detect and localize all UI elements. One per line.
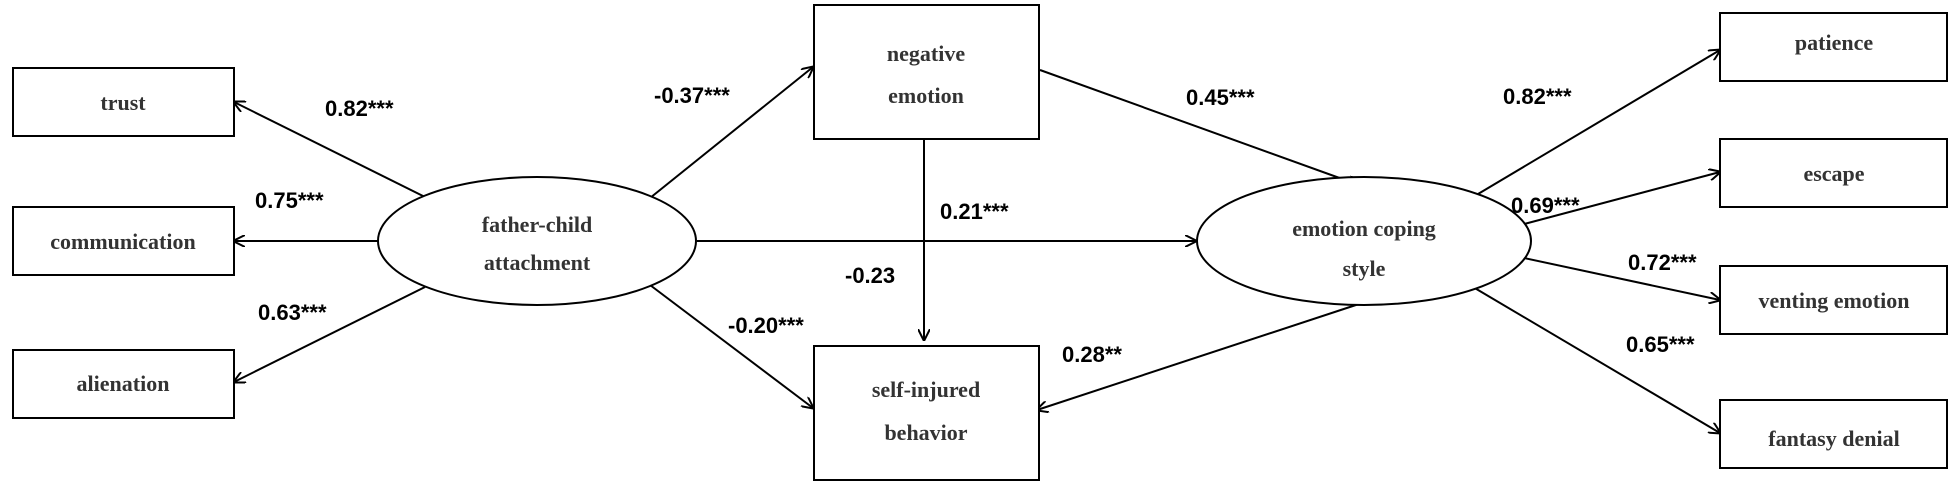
edge-attachment-negative <box>649 67 813 199</box>
edge-attachment-selfinjured <box>649 284 813 408</box>
node-self-injured-label-line2: behavior <box>884 420 967 445</box>
edge-coping-fantasy <box>1472 286 1720 433</box>
node-father-child-attachment: father-child attachment <box>377 176 697 306</box>
node-negative-emotion: negative emotion <box>813 4 1040 140</box>
edge-coping-selfinjured <box>1037 302 1363 410</box>
node-trust: trust <box>12 67 235 137</box>
node-negative-emotion-label-line1: negative <box>887 41 965 66</box>
edge-coping-escape <box>1512 172 1720 228</box>
node-father-child-label-line1: father-child <box>482 212 592 237</box>
node-self-injured-label-line1: self-injured <box>872 377 980 402</box>
coef-attachment-trust: 0.82*** <box>325 96 394 121</box>
node-trust-label: trust <box>100 90 146 115</box>
coef-attachment-alienation: 0.63*** <box>258 300 327 325</box>
coef-coping-selfinjured: 0.28** <box>1062 342 1122 367</box>
node-escape: escape <box>1719 138 1948 208</box>
edge-negative-coping <box>1039 69 1359 185</box>
node-venting-emotion-label: venting emotion <box>1759 288 1910 313</box>
coef-coping-venting: 0.72*** <box>1628 250 1697 275</box>
coef-attachment-coping: -0.23 <box>845 263 895 288</box>
coef-attachment-negative: -0.37*** <box>654 83 730 108</box>
edges <box>234 50 1720 433</box>
node-self-injured-behavior: self-injured behavior <box>813 345 1040 481</box>
node-father-child-label-line2: attachment <box>484 250 591 275</box>
coef-coping-fantasy: 0.65*** <box>1626 332 1695 357</box>
node-coping-label-line2: style <box>1343 256 1386 281</box>
node-venting-emotion: venting emotion <box>1719 265 1948 335</box>
edge-attachment-trust <box>234 102 426 198</box>
node-communication-label: communication <box>50 229 195 254</box>
coefficients: 0.82*** 0.75*** 0.63*** -0.37*** 0.45***… <box>255 83 1697 367</box>
node-escape-label: escape <box>1803 161 1864 186</box>
coef-coping-patience: 0.82*** <box>1503 84 1572 109</box>
coef-negative-selfinjured: 0.21*** <box>940 199 1009 224</box>
node-coping-label-line1: emotion coping <box>1292 216 1436 241</box>
node-emotion-coping-style: emotion coping style <box>1196 176 1532 306</box>
coef-negative-coping: 0.45*** <box>1186 85 1255 110</box>
node-patience-label: patience <box>1795 30 1873 55</box>
edge-attachment-alienation <box>234 286 426 382</box>
coef-attachment-communication: 0.75*** <box>255 188 324 213</box>
coef-attachment-selfinjured: -0.20*** <box>728 313 804 338</box>
edge-coping-patience <box>1472 50 1720 198</box>
edge-coping-venting <box>1509 254 1720 300</box>
node-negative-emotion-label-line2: emotion <box>888 83 964 108</box>
node-alienation-label: alienation <box>77 371 170 396</box>
coef-coping-escape: 0.69*** <box>1511 193 1580 218</box>
node-fantasy-denial: fantasy denial <box>1719 399 1948 469</box>
node-alienation: alienation <box>12 349 235 419</box>
node-communication: communication <box>12 206 235 276</box>
node-fantasy-denial-label: fantasy denial <box>1768 426 1899 451</box>
node-patience: patience <box>1719 12 1948 82</box>
